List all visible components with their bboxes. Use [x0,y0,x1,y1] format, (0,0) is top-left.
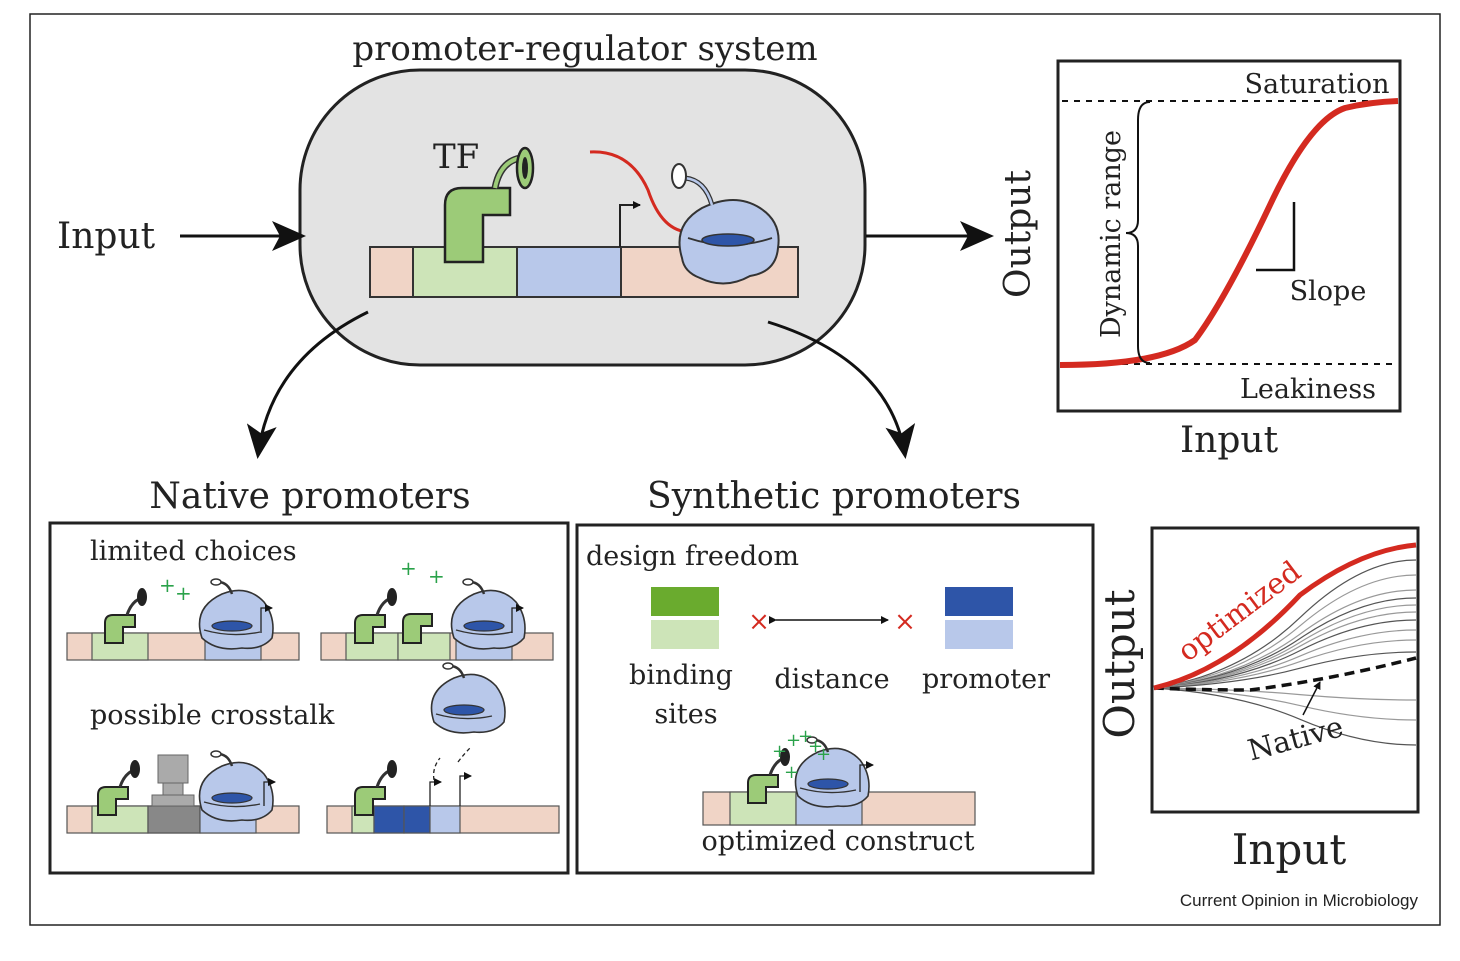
binding-site-light [651,620,719,649]
outer-frame [29,13,1441,926]
cross-mark-left: × [748,607,770,637]
binding-label: binding [629,660,733,691]
dynamic-range-brace [1125,101,1151,364]
arrow-to-native [246,310,369,459]
compare-xlabel: Input [1232,825,1347,874]
dynamic-range-label: Dynamic range [1096,130,1127,338]
native-title: Native promoters [149,476,470,517]
variant-curve [1153,611,1417,689]
slope-label: Slope [1290,276,1367,307]
design-freedom-label: design freedom [586,541,799,572]
variant-curve [1153,589,1417,689]
svg-text:+: + [816,744,831,765]
variant-curve [1153,687,1417,746]
possible-crosstalk-label: possible crosstalk [90,700,335,731]
sites-label: sites [654,699,717,730]
limited-choices-label: limited choices [90,536,297,567]
promoter-dark [945,587,1013,616]
slope-marker [1256,202,1296,272]
synthetic-title: Synthetic promoters [647,476,1021,517]
promoter-light [945,620,1013,649]
variant-curve [1153,559,1417,689]
native-curve [1153,656,1417,692]
binding-site-dark [651,587,719,616]
cell-capsule [298,68,867,367]
svg-text:+: + [786,730,801,751]
svg-text:+: + [798,726,813,747]
response-ylabel: Output [998,170,1039,298]
variant-curve [1153,687,1417,701]
compare-ylabel: Output [1095,589,1144,738]
variant-curve [1153,639,1417,689]
variant-curve [1153,597,1417,689]
saturation-label: Saturation [1245,69,1390,100]
cross-mark-right: × [894,607,916,637]
response-xlabel: Input [1180,420,1279,461]
variant-curve [1153,604,1417,689]
comparison-plot [1150,526,1420,814]
mrna-line [589,150,691,234]
promoter-label: promoter [922,664,1050,695]
native-construct-3 [66,749,300,834]
native-pointer [1302,681,1321,716]
native-construct-1: + + [66,573,300,661]
source-credit: Current Opinion in Microbiology [1180,891,1419,910]
optimized-curve [1153,542,1417,691]
native-variant-curves [1153,559,1417,746]
native-construct-4 [326,661,560,834]
input-label: Input [57,216,156,257]
svg-text:+: + [159,573,176,597]
system-title: promoter-regulator system [352,29,817,69]
optimized-construct: + + + + + + [702,726,976,826]
variant-curve [1153,651,1417,689]
svg-text:+: + [400,556,417,580]
variant-curve [1153,629,1417,689]
construct-label: optimized construct [701,826,974,857]
svg-text:+: + [784,762,799,783]
rna-polymerase [671,163,780,285]
svg-text:+: + [428,564,445,588]
variant-curve [1153,619,1417,689]
distance-label: distance [774,664,889,695]
native-construct-2: + + [320,556,554,661]
arrow-to-synthetic [767,320,916,459]
dna-strip [369,246,799,298]
tf-protein [443,146,535,264]
dose-response-curve [1059,98,1399,368]
leakiness-label: Leakiness [1240,374,1376,405]
response-curve-panel [1056,59,1402,413]
tf-label: TF [433,137,479,177]
svg-text:+: + [808,736,823,757]
tss-arrow [619,201,641,247]
svg-text:+: + [175,581,192,605]
variant-curve [1153,687,1417,721]
variant-curve [1153,574,1417,689]
svg-text:+: + [772,741,787,762]
